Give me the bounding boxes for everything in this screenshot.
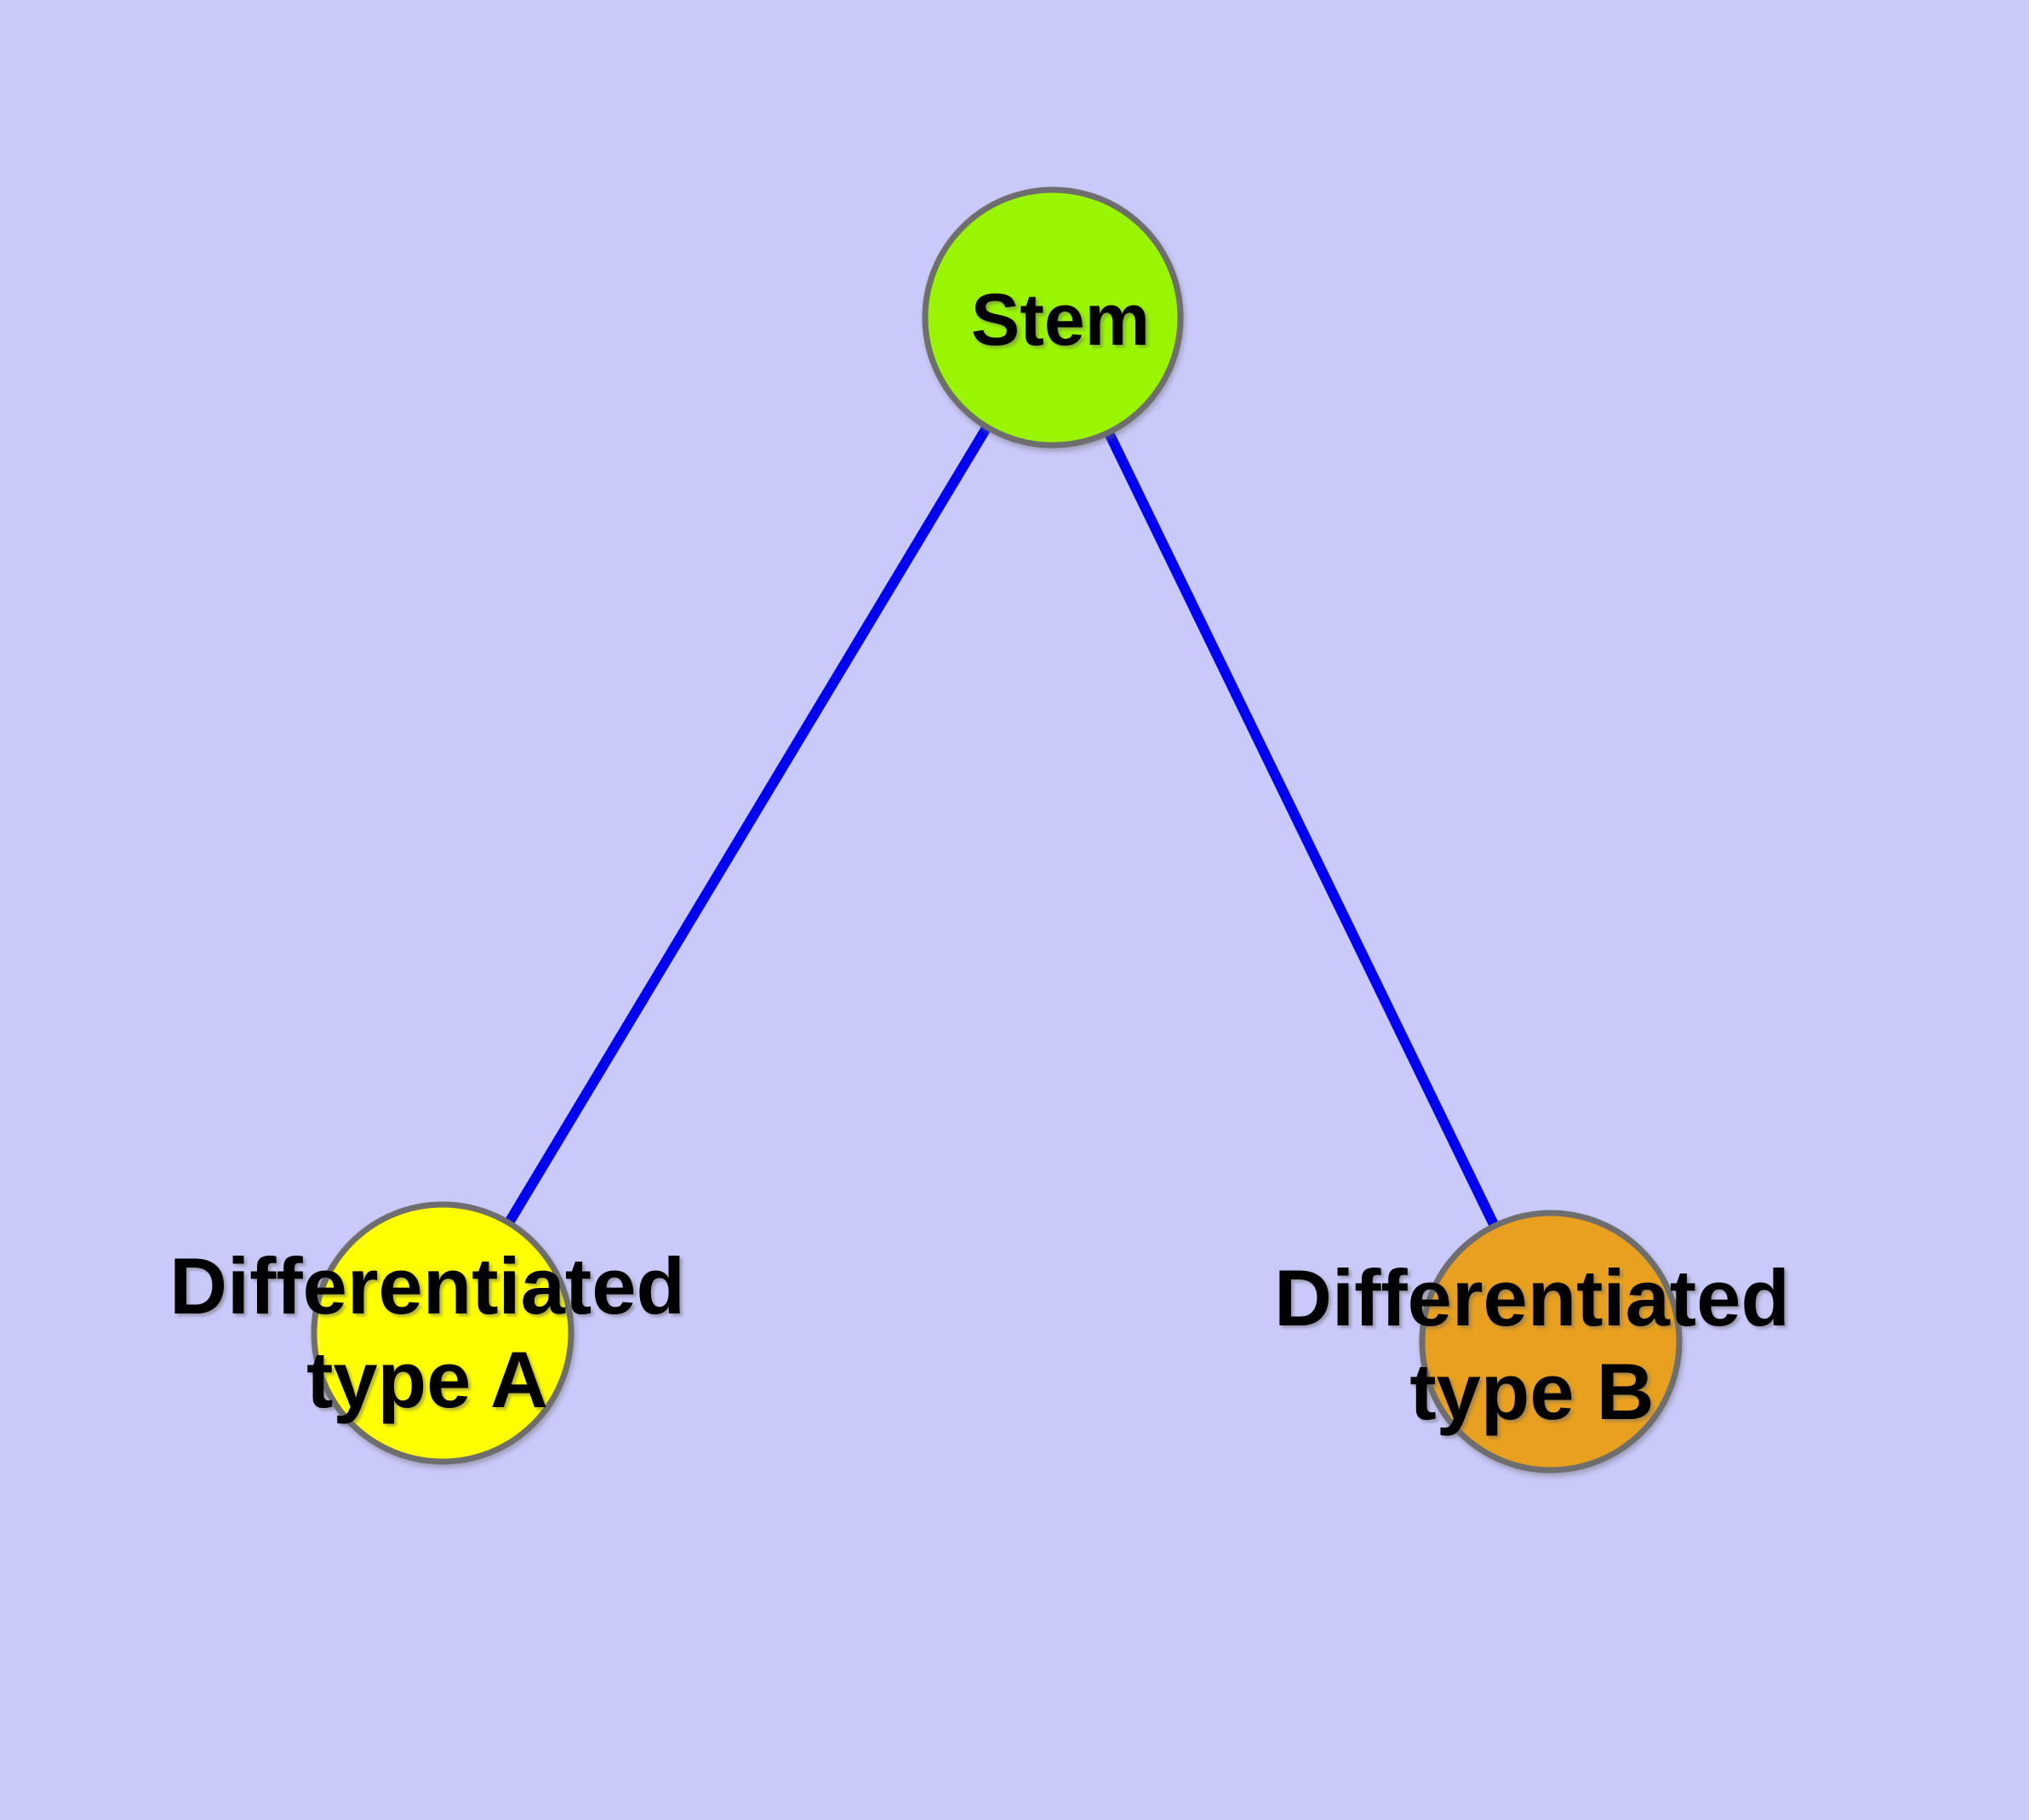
edge-stem-to-type-a[interactable] <box>437 314 1058 1336</box>
edge-stem-to-type-b[interactable] <box>1048 315 1556 1344</box>
node-stem[interactable] <box>922 186 1184 449</box>
node-differentiated-type-b[interactable] <box>1419 1210 1683 1474</box>
node-differentiated-type-a[interactable] <box>311 1201 574 1465</box>
